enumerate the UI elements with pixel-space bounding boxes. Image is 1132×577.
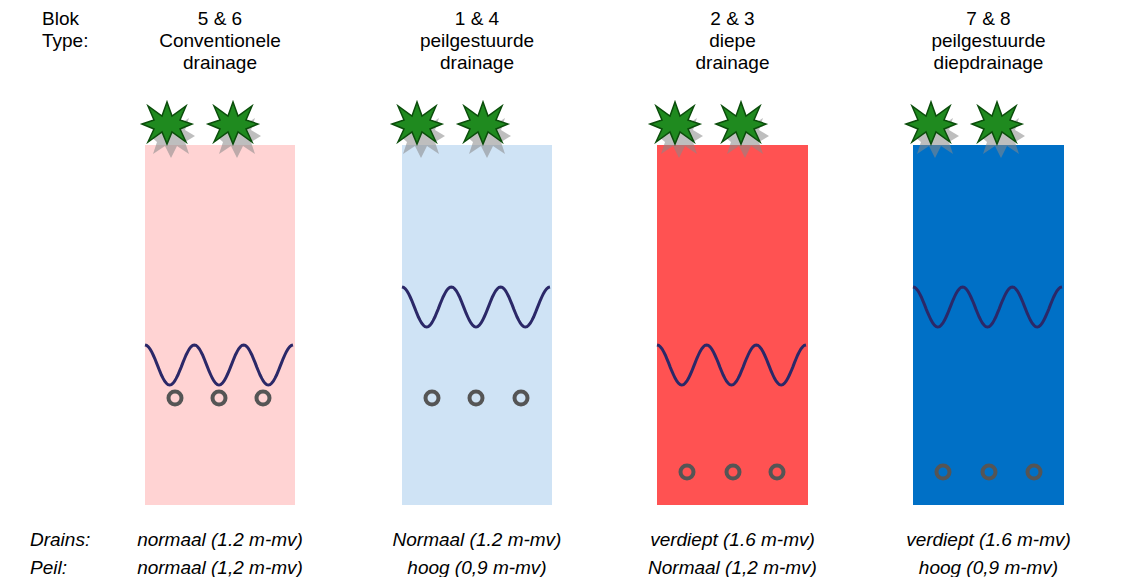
block-number: 7 & 8	[966, 8, 1010, 30]
water-level-value: normaal (1,2 m-mv)	[137, 557, 303, 577]
plant-icons	[142, 102, 1025, 158]
water-level-value: hoog (0,9 m-mv)	[919, 557, 1058, 577]
drain-pipe	[515, 392, 528, 405]
drain-pipe	[937, 466, 950, 479]
drain-depth: Normaal (1.2 m-mv)	[393, 529, 562, 551]
drain-pipe	[257, 392, 270, 405]
soil-column	[657, 145, 808, 505]
block-number: 1 & 4	[455, 8, 499, 30]
drain-pipe	[681, 466, 694, 479]
drain-pipe	[771, 466, 784, 479]
soil-block: 1 & 4peilgestuurde drainageNormaal (1.2 …	[402, 145, 552, 505]
soil-column	[145, 145, 295, 505]
drain-pipes	[169, 392, 1041, 479]
drain-pipe	[213, 392, 226, 405]
block-number: 2 & 3	[710, 8, 754, 30]
drainage-type: diepe drainage	[696, 30, 770, 74]
water-wave	[657, 345, 806, 385]
drain-depth: verdiept (1.6 m-mv)	[650, 529, 815, 551]
water-level	[145, 287, 1062, 385]
drainage-type: peilgestuurde diepdrainage	[931, 30, 1045, 74]
drain-pipe	[169, 392, 182, 405]
drain-pipe	[727, 466, 740, 479]
drainage-type: peilgestuurde drainage	[420, 30, 534, 74]
block-number: 5 & 6	[198, 8, 242, 30]
row-label: Peil:	[30, 557, 67, 577]
soil-block: 2 & 3diepe drainageverdiept (1.6 m-mv)No…	[657, 145, 808, 505]
water-level-value: hoog (0,9 m-mv)	[407, 557, 546, 577]
drain-depth: verdiept (1.6 m-mv)	[906, 529, 1071, 551]
drain-pipe	[426, 392, 439, 405]
row-label: Blok	[42, 8, 79, 30]
soil-column	[913, 145, 1064, 505]
water-wave	[145, 345, 293, 385]
drain-depth: normaal (1.2 m-mv)	[137, 529, 303, 551]
drain-pipe	[470, 392, 483, 405]
soil-block: 7 & 8peilgestuurde diepdrainageverdiept …	[913, 145, 1064, 505]
soil-column	[402, 145, 552, 505]
water-wave	[913, 287, 1062, 327]
water-wave	[402, 287, 550, 327]
soil-block: 5 & 6Conventionele drainagenormaal (1.2 …	[145, 145, 295, 505]
drainage-type: Conventionele drainage	[159, 30, 280, 74]
row-label: Type:	[42, 30, 88, 52]
row-label: Drains:	[30, 529, 90, 551]
water-level-value: Normaal (1,2 m-mv)	[648, 557, 817, 577]
drain-pipe	[1028, 466, 1041, 479]
drain-pipe	[983, 466, 996, 479]
